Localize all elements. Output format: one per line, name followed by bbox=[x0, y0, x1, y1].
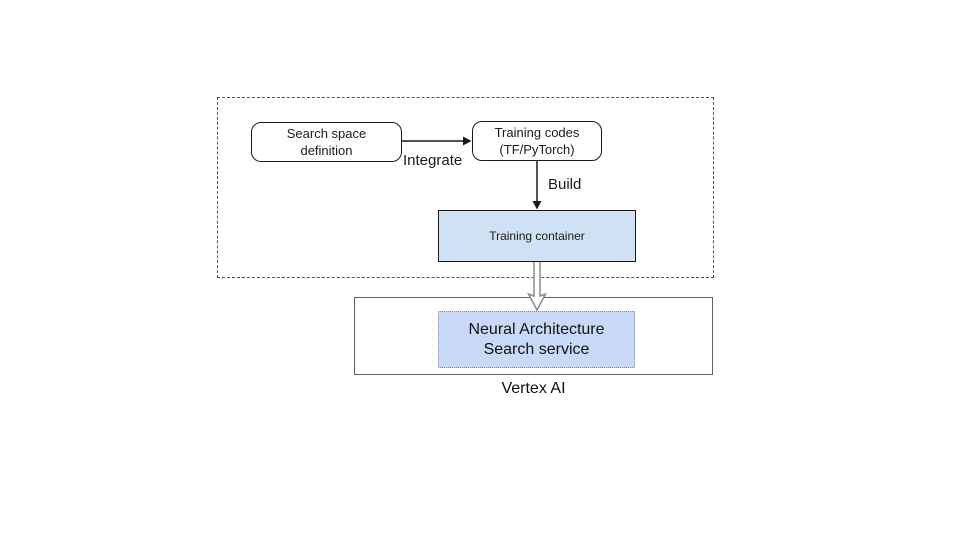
nas-service-label: Neural Architecture Search service bbox=[468, 320, 605, 358]
integrate-edge-label: Integrate bbox=[403, 152, 463, 169]
training-codes-label: Training codes (TF/PyTorch) bbox=[494, 125, 580, 157]
dev-group-dashed-box bbox=[217, 97, 714, 278]
search-space-definition-node: Search space definition bbox=[251, 122, 402, 162]
nas-service-node: Neural Architecture Search service bbox=[438, 311, 635, 368]
search-space-definition-label: Search space definition bbox=[286, 126, 367, 158]
training-container-node: Training container bbox=[438, 210, 636, 262]
training-codes-node: Training codes (TF/PyTorch) bbox=[472, 121, 602, 161]
build-edge-label: Build bbox=[548, 176, 582, 193]
vertex-ai-label: Vertex AI bbox=[501, 380, 566, 397]
training-container-label: Training container bbox=[489, 229, 585, 243]
